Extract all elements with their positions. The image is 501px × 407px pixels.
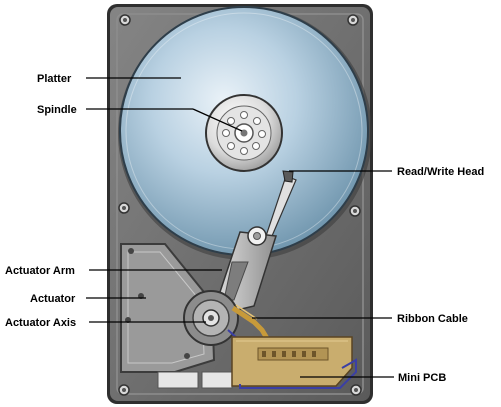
screw-icon bbox=[350, 384, 362, 396]
screw-icon bbox=[119, 14, 131, 26]
label-actuator: Actuator bbox=[30, 293, 76, 305]
screw-icon bbox=[347, 14, 359, 26]
leader-lines bbox=[86, 77, 394, 378]
label-read-write-head: Read/Write Head bbox=[397, 166, 484, 178]
label-platter: Platter bbox=[37, 73, 72, 85]
spindle-leader-line-diagonal bbox=[192, 108, 243, 132]
spindle bbox=[205, 94, 283, 172]
case-screws bbox=[118, 14, 362, 396]
label-ribbon-cable: Ribbon Cable bbox=[397, 313, 468, 325]
label-mini-pcb: Mini PCB bbox=[398, 372, 446, 384]
label-spindle: Spindle bbox=[37, 104, 77, 116]
actuator-arm bbox=[210, 175, 297, 318]
label-actuator-arm: Actuator Arm bbox=[5, 265, 75, 277]
mini-pcb bbox=[157, 336, 357, 389]
screw-icon bbox=[349, 205, 361, 217]
label-actuator-axis: Actuator Axis bbox=[5, 317, 76, 329]
actuator-axis bbox=[183, 290, 239, 346]
screw-icon bbox=[118, 384, 130, 396]
read-write-head bbox=[282, 170, 294, 183]
actuator bbox=[120, 243, 216, 373]
screw-icon bbox=[118, 202, 130, 214]
